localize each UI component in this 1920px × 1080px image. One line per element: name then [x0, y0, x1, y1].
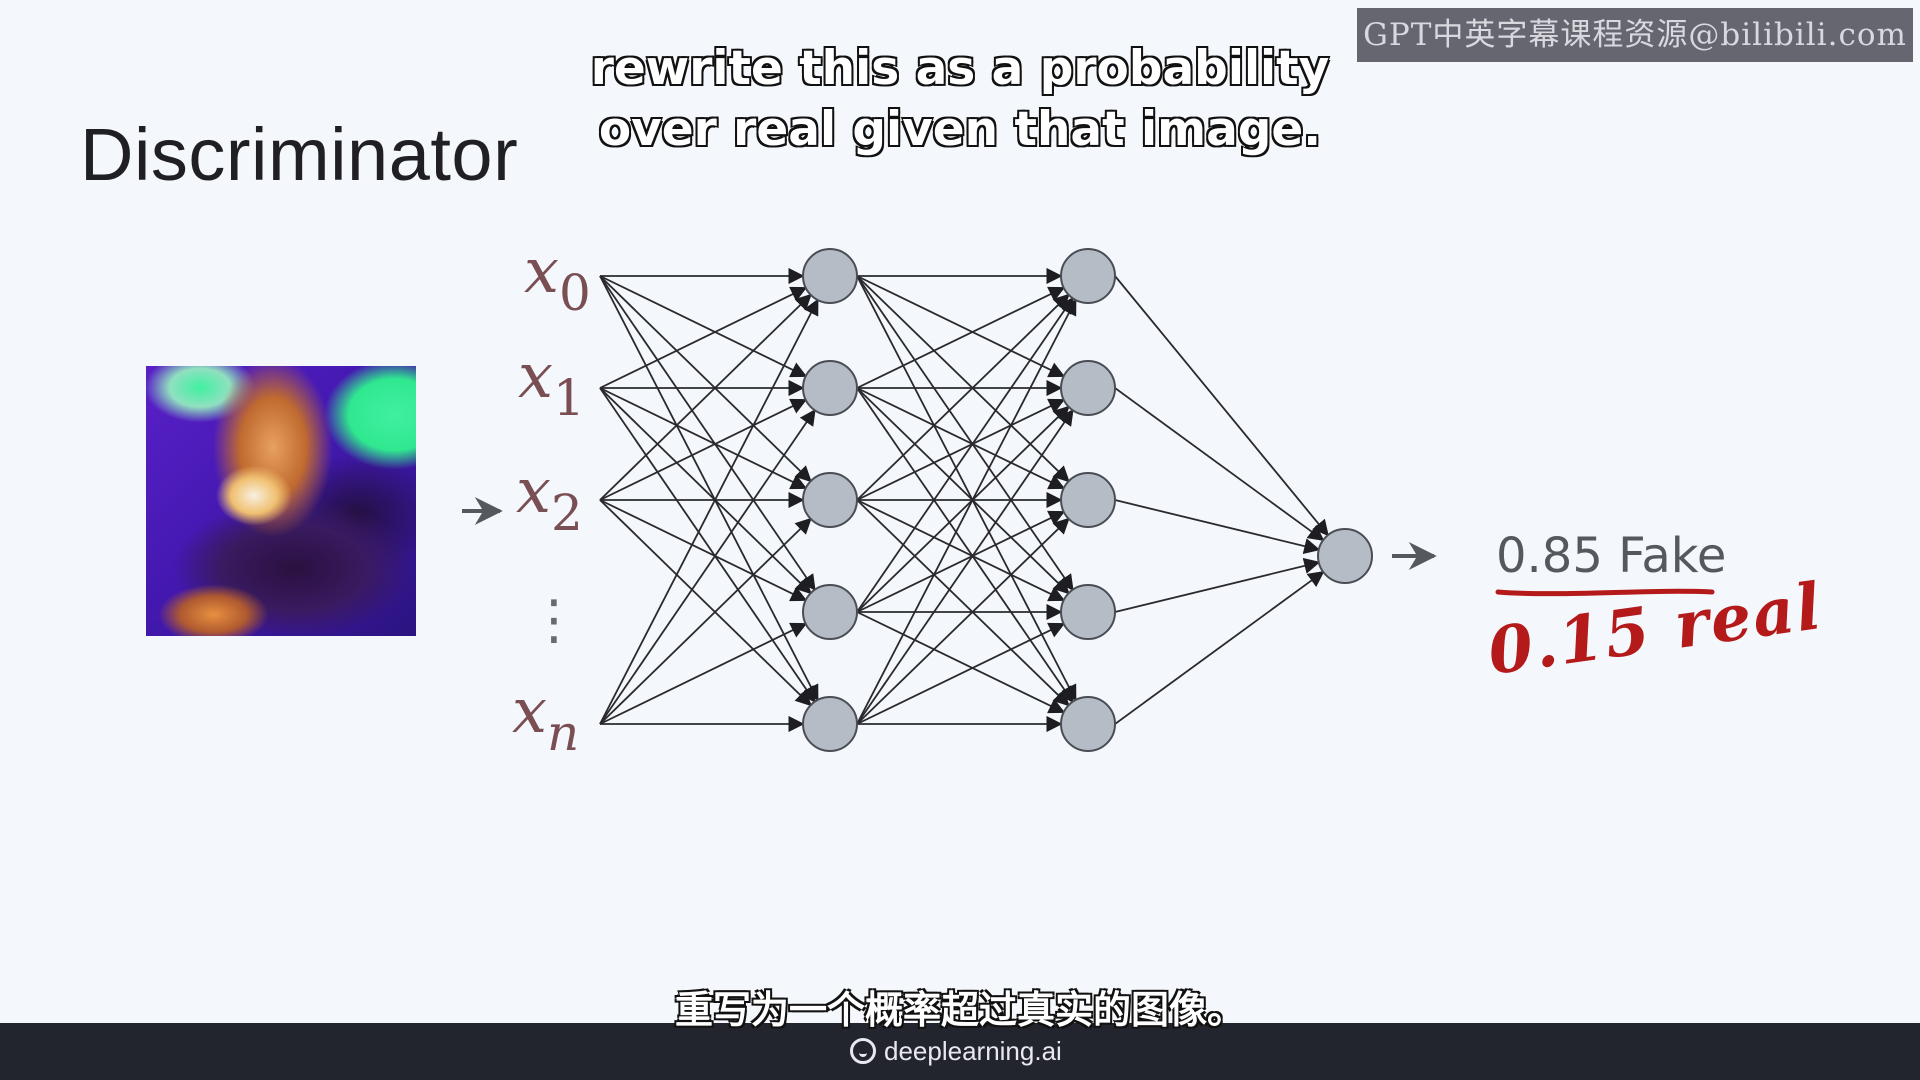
- input-label-x2: x2: [516, 454, 583, 542]
- edge-input-3-to-h1-0: [599, 298, 819, 725]
- edge-h1-1-to-h2-4: [856, 387, 1074, 704]
- hidden-layer-1-node-0: [802, 248, 858, 304]
- edge-h1-0-to-h2-3: [856, 275, 1074, 592]
- connection-lines: [599, 267, 1329, 733]
- footer-bar: [0, 1023, 1920, 1080]
- english-subtitle: rewrite this as a probability over real …: [560, 38, 1360, 160]
- edge-h2-0-to-output: [1114, 275, 1329, 537]
- edge-h1-2-to-h2-1: [856, 398, 1066, 501]
- edge-h1-0-to-h2-1: [856, 275, 1066, 378]
- edge-h1-4-to-h2-0: [856, 298, 1077, 725]
- hidden-layer-1-node-4: [802, 696, 858, 752]
- english-subtitle-line-2: over real given that image.: [598, 101, 1322, 158]
- edge-h1-3-to-h2-0: [856, 296, 1074, 613]
- edge-input-0-to-h1-4: [599, 275, 819, 702]
- edge-h1-4-to-h2-2: [856, 517, 1070, 725]
- edge-h1-1-to-h2-0: [856, 286, 1066, 389]
- edge-h1-3-to-h2-4: [856, 611, 1066, 714]
- english-subtitle-line-1: rewrite this as a probability: [590, 40, 1331, 97]
- edge-h1-2-to-h2-3: [856, 499, 1066, 602]
- edge-h1-2-to-h2-4: [856, 499, 1070, 707]
- edge-h2-1-to-output: [1114, 387, 1325, 542]
- edge-input-0-to-h1-3: [599, 275, 816, 592]
- input-label-xn: xn: [512, 674, 579, 762]
- edge-h1-3-to-h2-2: [856, 510, 1066, 613]
- edge-input-1-to-h1-3: [599, 387, 812, 595]
- edge-input-1-to-h1-2: [599, 387, 808, 490]
- chinese-subtitle: 重写为一个概率超过真实的图像。: [674, 988, 1245, 1032]
- hidden-layer-1-node-1: [802, 360, 858, 416]
- edge-input-0-to-h1-2: [599, 275, 812, 483]
- edge-h1-1-to-h2-2: [856, 387, 1066, 490]
- edge-h1-4-to-h2-3: [856, 622, 1066, 725]
- hidden-layer-1-node-2: [802, 472, 858, 528]
- fake-probability: 0.85 Fake: [1496, 528, 1727, 584]
- edge-input-2-to-h1-4: [599, 499, 812, 707]
- edge-input-2-to-h1-3: [599, 499, 808, 602]
- edge-h1-1-to-h2-3: [856, 387, 1070, 595]
- edge-input-3-to-h1-3: [599, 622, 808, 725]
- edge-h1-0-to-h2-4: [856, 275, 1077, 702]
- edge-input-0-to-h1-1: [599, 275, 808, 378]
- output-node: [1317, 528, 1373, 584]
- watermark-banner: GPT中英字幕课程资源@bilibili.com: [1357, 8, 1913, 62]
- edge-input-3-to-h1-1: [599, 408, 816, 725]
- generated-input-image: [146, 366, 416, 636]
- footer-brand: deeplearning.ai: [850, 1036, 1062, 1066]
- brand-label: deeplearning.ai: [884, 1035, 1062, 1066]
- hidden-layer-2-node-1: [1060, 360, 1116, 416]
- edge-input-1-to-h1-4: [599, 387, 816, 704]
- edge-input-2-to-h1-0: [599, 293, 812, 501]
- neuron-nodes: [802, 248, 1373, 752]
- edge-h2-4-to-output: [1114, 570, 1325, 725]
- edge-input-1-to-h1-0: [599, 286, 808, 389]
- edge-h1-4-to-h2-1: [856, 408, 1074, 725]
- hidden-layer-2-node-2: [1060, 472, 1116, 528]
- edge-h1-3-to-h2-1: [856, 405, 1070, 613]
- edge-input-3-to-h1-2: [599, 517, 812, 725]
- hidden-layer-2-node-4: [1060, 696, 1116, 752]
- edge-input-2-to-h1-1: [599, 398, 808, 501]
- edge-h1-2-to-h2-0: [856, 293, 1070, 501]
- fake-underline: [1495, 588, 1715, 597]
- edge-h2-2-to-output: [1114, 499, 1321, 555]
- input-label-x1: x1: [518, 339, 585, 427]
- hidden-layer-2-node-3: [1060, 584, 1116, 640]
- input-ellipsis: ⋮: [527, 588, 581, 651]
- hidden-layer-1-node-3: [802, 584, 858, 640]
- edge-h1-0-to-h2-2: [856, 275, 1070, 483]
- hidden-layer-2-node-0: [1060, 248, 1116, 304]
- deeplearning-logo-icon: [850, 1038, 876, 1064]
- input-label-x0: x0: [524, 234, 591, 322]
- slide-title: Discriminator: [80, 113, 519, 196]
- edge-h2-3-to-output: [1114, 557, 1321, 613]
